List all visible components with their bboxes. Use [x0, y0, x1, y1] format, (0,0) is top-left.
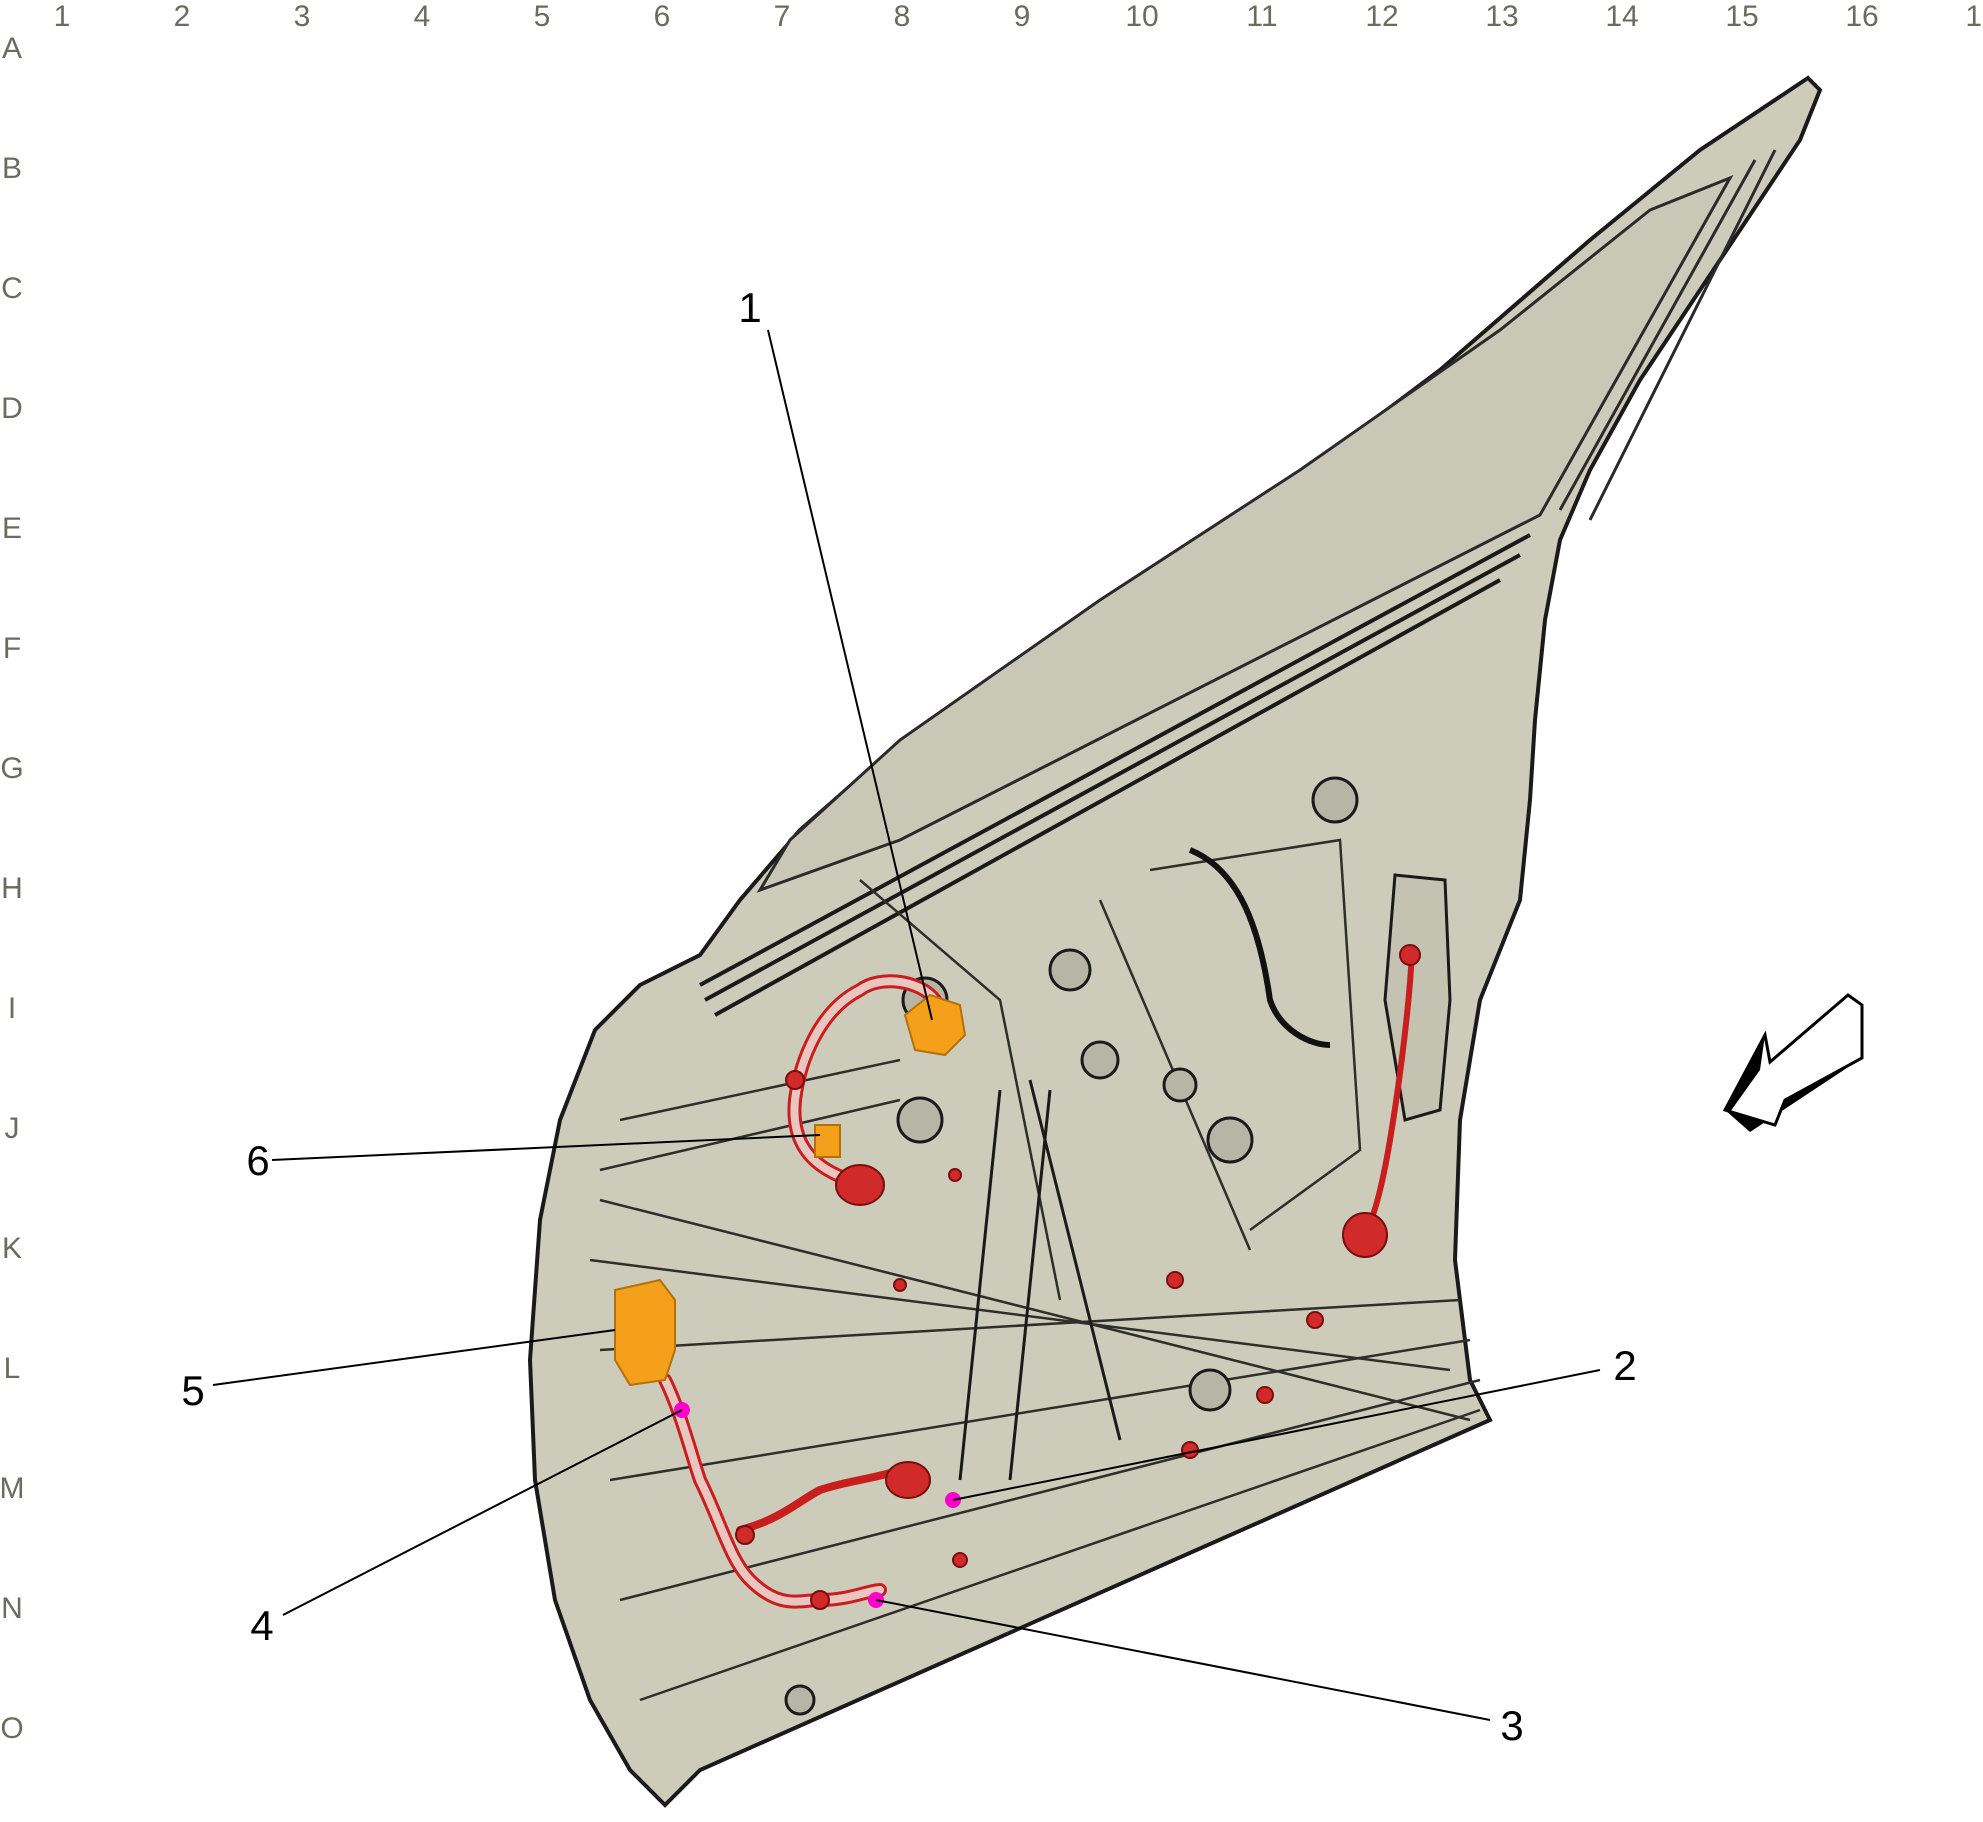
grid-row-labels: ABCDEFGHIJKLMNOP: [0, 32, 25, 1745]
harness-grommets: [735, 944, 1421, 1610]
grid-column-label: 10: [1125, 0, 1158, 33]
door-wiring-harness: [658, 944, 1421, 1610]
grid-row-label: J: [5, 1112, 20, 1145]
grid-row-label: K: [2, 1232, 22, 1265]
grid-column-label: 13: [1485, 0, 1518, 33]
callout-2: 2: [1613, 1342, 1636, 1389]
grid-column-label: 11: [1246, 0, 1277, 33]
orange-connectors: [614, 993, 967, 1387]
grid-column-label: 17: [1965, 0, 1983, 33]
grid-row-label: E: [2, 512, 22, 545]
grid-column-label: 7: [774, 0, 791, 33]
grid-row-label: D: [1, 392, 23, 425]
grid-column-label: 15: [1725, 0, 1758, 33]
grid-column-label: 4: [414, 0, 431, 33]
leader-2: [952, 1369, 1601, 1501]
grid-row-label: N: [1, 1592, 23, 1625]
harness-main-upper-fill: [790, 977, 939, 1184]
connector-5: [614, 1278, 676, 1387]
grid-column-label: 8: [894, 0, 911, 33]
grid-row-label: L: [4, 1352, 21, 1385]
grid-column-label: 16: [1845, 0, 1878, 33]
regulator-cable: [1188, 847, 1331, 1048]
leader-6: [271, 1134, 821, 1161]
grid-row-label: G: [0, 752, 23, 785]
grid-column-label: 5: [534, 0, 551, 33]
grid-column-label: 12: [1365, 0, 1398, 33]
callout-3: 3: [1500, 1702, 1523, 1749]
door-window-glass: [756, 175, 1734, 893]
belt-line: [699, 533, 1531, 1017]
leader-3: [875, 1599, 1491, 1721]
door-panel: [527, 75, 1823, 1808]
grid-column-label: 6: [654, 0, 671, 33]
front-direction-arrow-icon: [1722, 993, 1864, 1132]
harness-main-lower-fill: [661, 1376, 884, 1606]
callout-5: 5: [181, 1367, 204, 1414]
grid-column-label: 9: [1014, 0, 1031, 33]
leader-5: [212, 1329, 616, 1386]
leader-lines: [212, 329, 1601, 1721]
connector-6: [814, 1124, 841, 1158]
grid-column-label: 3: [294, 0, 311, 33]
callout-6: 6: [246, 1137, 269, 1184]
leader-4: [282, 1409, 683, 1616]
callout-1: 1: [738, 284, 761, 331]
window-frame-inner: [1558, 149, 1777, 521]
harness-branch-mid: [736, 1466, 904, 1534]
grid-row-label: I: [8, 992, 16, 1025]
callout-4: 4: [250, 1602, 273, 1649]
grid-row-label: F: [3, 632, 21, 665]
callout-labels: 1 2 3 4 5 6: [181, 284, 1636, 1749]
grid-column-label: 14: [1605, 0, 1638, 33]
grid-column-label: 2: [174, 0, 191, 33]
grid-row-label: O: [0, 1712, 23, 1745]
leader-1: [767, 329, 933, 1021]
grid-column-labels: 1234567891011121314151617: [54, 0, 1983, 33]
panel-holes: [784, 776, 1359, 1716]
window-regulator: [958, 1079, 1122, 1481]
grid-row-label: B: [2, 152, 22, 185]
grid-row-label: H: [1, 872, 23, 905]
grid-row-label: C: [1, 272, 23, 305]
connector-1: [903, 993, 967, 1057]
grid-row-label: M: [0, 1472, 25, 1505]
grid-column-label: 1: [54, 0, 71, 33]
grid-row-label: A: [2, 32, 22, 65]
